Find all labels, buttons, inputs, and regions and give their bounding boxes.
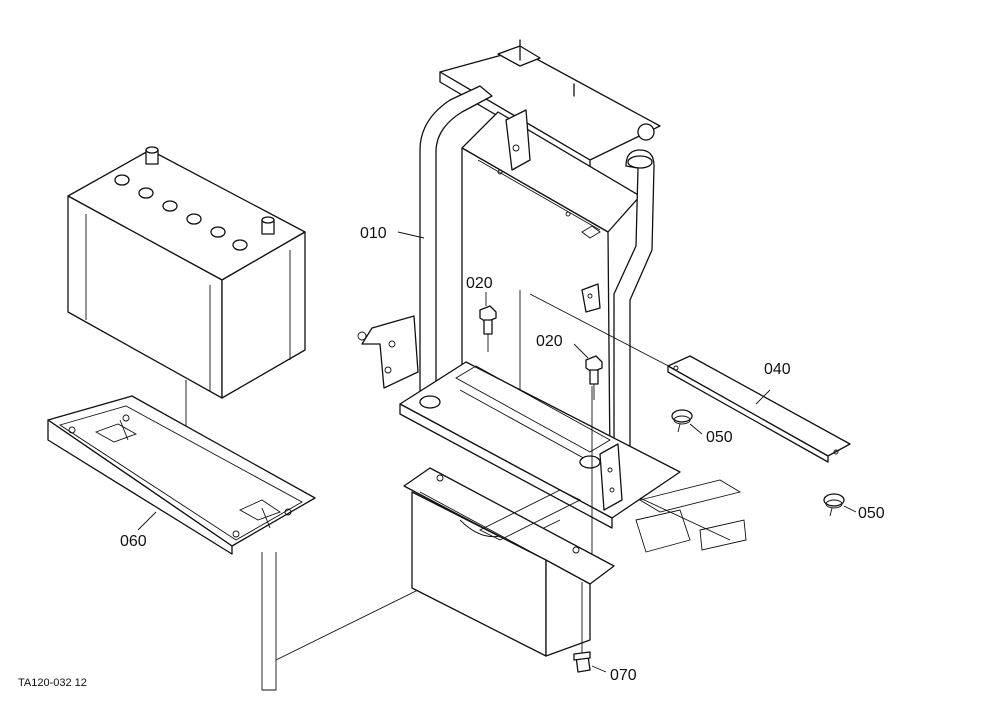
callout-070: 070 xyxy=(610,667,637,684)
drawing-code: TA120-032 12 xyxy=(18,677,87,689)
bolt-020-right xyxy=(585,355,603,400)
battery xyxy=(67,146,306,476)
callout-060: 060 xyxy=(120,533,147,550)
cover-plate xyxy=(667,355,851,463)
lower-housing xyxy=(403,467,747,657)
callout-leaders xyxy=(137,231,857,673)
clip-050-left xyxy=(671,409,693,433)
callout-050-left: 050 xyxy=(706,429,733,446)
battery-caps xyxy=(114,174,248,251)
nut-070 xyxy=(573,582,591,673)
battery-terminal-positive xyxy=(145,146,159,165)
battery-frame xyxy=(357,39,681,570)
guide-lines xyxy=(261,519,561,691)
bolt-020-left xyxy=(479,305,497,352)
callout-050-right: 050 xyxy=(858,505,885,522)
battery-tray xyxy=(47,395,316,555)
callout-020-right: 020 xyxy=(536,333,563,350)
callout-040: 040 xyxy=(764,361,791,378)
battery-terminal-negative xyxy=(261,216,275,235)
callout-010: 010 xyxy=(360,225,387,242)
callout-020-left: 020 xyxy=(466,275,493,292)
clip-050-right xyxy=(823,493,845,517)
